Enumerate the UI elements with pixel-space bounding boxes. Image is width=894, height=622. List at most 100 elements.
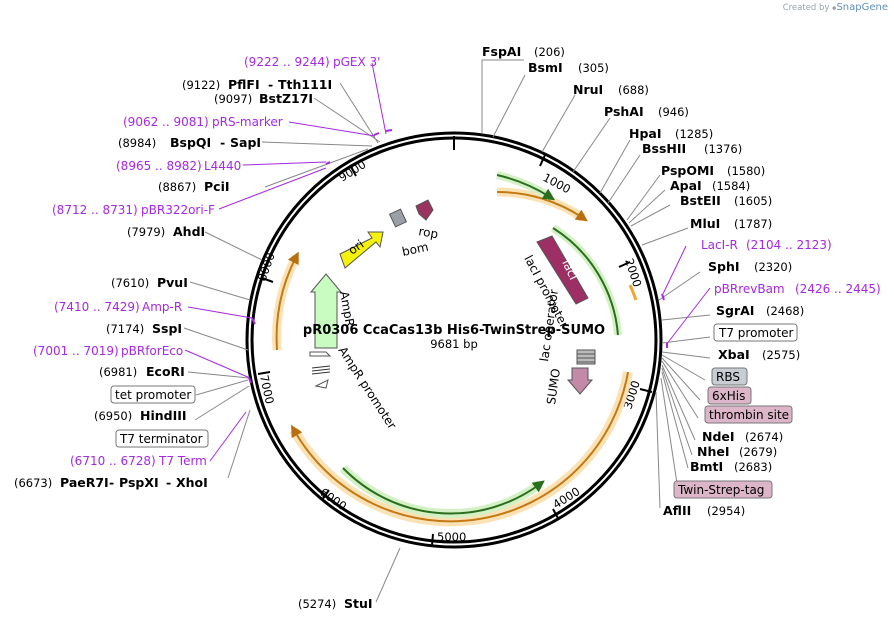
ampr-promoter-label: AmpR promoter [335, 344, 399, 432]
feature-thrombin-site[interactable]: thrombin site [704, 405, 793, 424]
site-xbai[interactable]: XbaI [718, 347, 750, 362]
primer-pbr322ori-f-range: (8712 .. 8731) [52, 203, 138, 217]
svg-text:-: - [220, 135, 225, 150]
rop-feature: rop [415, 199, 439, 241]
ampr-feature: AmpR [309, 273, 357, 349]
site-bstz17i[interactable]: BstZ17I [259, 91, 313, 106]
plasmid-title-block: pR0306 CcaCas13b His6-TwinStrep-SUMO 968… [303, 323, 605, 351]
site-pspxi[interactable]: PspXI [119, 475, 159, 490]
site-paer7i-pos: (6673) [14, 476, 52, 490]
primer-labels[interactable]: (9222 .. 9244) pGEX 3' (9062 .. 9081) pR… [33, 55, 881, 468]
site-nhei[interactable]: NheI [697, 444, 730, 459]
primer-pbrrevbam[interactable]: pBRrevBam [714, 282, 785, 296]
site-apai-pos: (1584) [712, 179, 750, 193]
site-sgrai[interactable]: SgrAI [716, 303, 754, 318]
site-aflii[interactable]: AflII [663, 503, 691, 518]
primer-prs-marker[interactable]: pRS-marker [212, 115, 283, 129]
primer-amp-r-range: (7410 .. 7429) [54, 300, 140, 314]
site-xhoi[interactable]: XhoI [176, 475, 208, 490]
site-bmti[interactable]: BmtI [690, 459, 723, 474]
plasmid-name: pR0306 CcaCas13b His6-TwinStrep-SUMO [303, 323, 605, 338]
site-pspomi[interactable]: PspOMI [661, 163, 714, 178]
site-stui[interactable]: StuI [344, 596, 373, 611]
primer-laci-r-range: (2104 .. 2123) [746, 238, 832, 252]
site-ahdi[interactable]: AhdI [173, 224, 205, 239]
sumo-feature: SUMO [544, 367, 594, 406]
svg-text:T7 promoter: T7 promoter [718, 326, 794, 340]
restriction-site-labels[interactable]: FspAI (206) BsmI (305) NruI (688) PshAI … [14, 44, 804, 611]
site-hindiii-pos: (6950) [94, 409, 132, 423]
snapgene-watermark: Created by ⦁SnapGene [782, 2, 888, 13]
site-hpai[interactable]: HpaI [629, 126, 662, 141]
feature-t7-terminator[interactable]: T7 terminator [115, 429, 209, 448]
boxed-feature-labels[interactable]: T7 promoter RBS 6xHis thrombin site Twin… [110, 323, 798, 499]
primer-prs-marker-range: (9062 .. 9081) [123, 115, 209, 129]
svg-text:T7 terminator: T7 terminator [119, 432, 203, 446]
site-pflfi-pos: (9122) [182, 78, 220, 92]
site-bsshii[interactable]: BssHII [642, 141, 686, 156]
site-hpai-pos: (1285) [675, 127, 713, 141]
site-pvui[interactable]: PvuI [157, 275, 188, 290]
svg-text:RBS: RBS [716, 370, 740, 384]
site-pflfi[interactable]: PflFI [228, 77, 260, 92]
site-pspomi-pos: (1580) [727, 164, 765, 178]
site-sphi-pos: (2320) [754, 260, 792, 274]
primer-amp-r[interactable]: Amp-R [142, 300, 182, 314]
site-bsteii[interactable]: BstEII [680, 193, 721, 208]
primer-pbr322ori-f[interactable]: pBR322ori-F [141, 203, 215, 217]
small-stripes [311, 365, 331, 375]
feature-rbs[interactable]: RBS [711, 367, 748, 386]
site-ecori[interactable]: EcoRI [146, 364, 185, 379]
site-bsmi[interactable]: BsmI [528, 60, 563, 75]
size-ticks [257, 136, 653, 547]
primer-t7-term[interactable]: T7 Term [158, 454, 207, 468]
site-sapi[interactable]: SapI [230, 135, 261, 150]
site-hindiii[interactable]: HindIII [140, 408, 187, 423]
site-apai[interactable]: ApaI [670, 178, 702, 193]
site-bspqi[interactable]: BspQI [170, 135, 211, 150]
primer-markers [248, 129, 668, 384]
orange-arc-1 [496, 187, 586, 222]
plasmid-size: 9681 bp [430, 337, 478, 351]
sumo-label: SUMO [544, 368, 563, 406]
site-pshai[interactable]: PshAI [604, 104, 644, 119]
site-aflii-pos: (2954) [707, 504, 745, 518]
site-paer7i[interactable]: PaeR7I [60, 475, 109, 490]
feature-tet-promoter[interactable]: tet promoter [110, 385, 196, 404]
ampr-label: AmpR [337, 290, 357, 328]
site-sphi[interactable]: SphI [708, 259, 740, 274]
tick-5000: 5000 [437, 530, 466, 544]
site-sspi[interactable]: SspI [152, 321, 182, 336]
site-pcii[interactable]: PciI [204, 179, 230, 194]
site-ndei-pos: (2674) [745, 430, 783, 444]
primer-pgex3[interactable]: pGEX 3' [333, 55, 380, 69]
site-bspqi-pos: (8984) [118, 136, 156, 150]
site-fspai[interactable]: FspAI [482, 44, 521, 59]
svg-text:-: - [166, 475, 171, 490]
feature-twin-strep-tag[interactable]: Twin-Strep-tag [673, 480, 773, 499]
site-pcii-pos: (8867) [158, 180, 196, 194]
primer-laci-r[interactable]: LacI-R [701, 238, 738, 252]
site-nrui-pos: (688) [618, 83, 649, 97]
site-nrui[interactable]: NruI [573, 82, 603, 97]
primer-l4440[interactable]: L4440 [204, 159, 241, 173]
primer-l4440-range: (8965 .. 8982) [116, 159, 202, 173]
site-fspai-pos: (206) [534, 45, 565, 59]
feature-t7-promoter[interactable]: T7 promoter [713, 323, 798, 342]
site-ndei[interactable]: NdeI [702, 429, 735, 444]
svg-text:tet promoter: tet promoter [115, 388, 191, 402]
ori-feature: ori [339, 231, 384, 269]
site-mlui[interactable]: MluI [690, 216, 720, 231]
primer-t7-term-range: (6710 .. 6728) [70, 454, 156, 468]
site-bstz17i-pos: (9097) [214, 92, 252, 106]
site-pshai-pos: (946) [658, 105, 689, 119]
svg-text:Twin-Strep-tag: Twin-Strep-tag [677, 483, 764, 497]
site-mlui-pos: (1787) [734, 217, 772, 231]
site-sgrai-pos: (2468) [766, 304, 804, 318]
primer-pbrforeco[interactable]: pBRforEco [121, 344, 183, 358]
svg-text:6xHis: 6xHis [712, 389, 745, 403]
rop-label: rop [417, 224, 439, 241]
feature-6xhis[interactable]: 6xHis [707, 386, 752, 405]
site-tth111i[interactable]: Tth111I [278, 77, 332, 92]
